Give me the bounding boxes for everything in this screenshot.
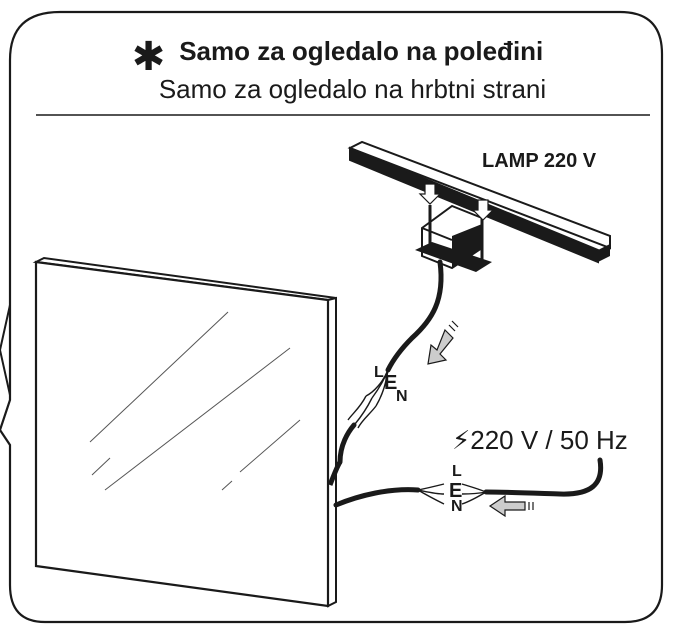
mirror-cable-upper bbox=[337, 422, 357, 465]
page-subtitle: Samo za ogledalo na hrbtni strani bbox=[158, 74, 547, 104]
page-title: Samo za ogledalo na poleđini bbox=[179, 36, 544, 66]
lamp-wire-label-l: L bbox=[374, 364, 384, 381]
lamp-wire-label-e: E bbox=[384, 372, 398, 394]
power-supply-label: ⚡220 V / 50 Hz bbox=[452, 425, 628, 456]
mains-cable bbox=[483, 457, 604, 497]
mirror-panel bbox=[32, 256, 337, 608]
mains-cable-arrow bbox=[488, 494, 534, 518]
mains-wire-label-n: N bbox=[451, 498, 463, 515]
lamp-cable bbox=[385, 259, 444, 373]
mirror-cable-lower bbox=[333, 487, 421, 508]
lamp-label: LAMP 220 V bbox=[482, 150, 597, 172]
asterisk-icon: ✱ bbox=[131, 34, 166, 80]
lamp-fixture bbox=[347, 140, 611, 272]
power-rating: 220 V / 50 Hz bbox=[470, 425, 628, 455]
callout-frame bbox=[0, 10, 664, 624]
lightning-icon: ⚡ bbox=[452, 426, 471, 456]
callout-pointer bbox=[0, 304, 11, 396]
lamp-cable-arrow bbox=[427, 320, 459, 365]
lamp-wire-label-n: N bbox=[396, 388, 408, 405]
header-title-row: ✱ Samo za ogledalo na poleđini bbox=[0, 34, 675, 80]
mains-wire-label-e: E bbox=[449, 480, 463, 502]
mains-wire-label-l: L bbox=[452, 463, 462, 480]
lamp-wire-strands bbox=[365, 369, 389, 407]
